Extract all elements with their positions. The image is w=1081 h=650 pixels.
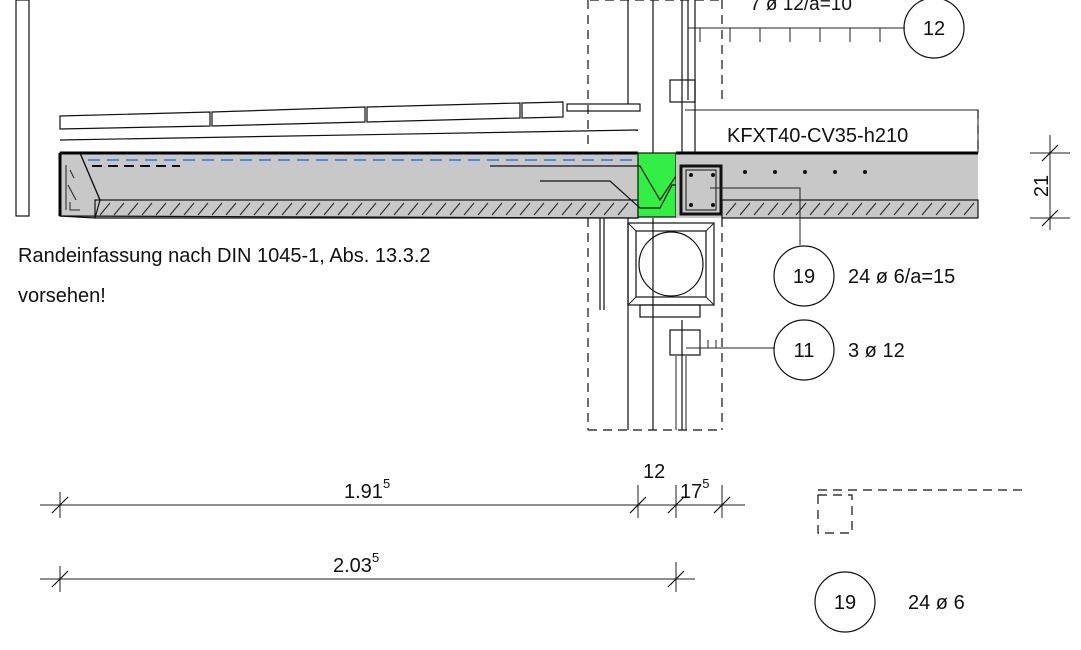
- legend-marker-number: 19: [834, 592, 856, 614]
- inner-slab: [676, 109, 979, 219]
- hatch-line: [795, 202, 807, 216]
- hatch-line: [365, 202, 377, 216]
- rebar-ticks: [699, 28, 881, 42]
- hatch-line: [435, 202, 447, 216]
- dim-17-5: 175: [680, 476, 709, 503]
- marker-11: 11 3 ø 12: [686, 319, 905, 381]
- marker-12-text: 7 ø 12/a=10: [750, 0, 852, 15]
- marker-12-number: 12: [923, 18, 945, 40]
- marker-12: 12 7 ø 12/a=10: [688, 0, 965, 59]
- hatch-line: [603, 202, 615, 216]
- thickness-dimension: 21: [1030, 135, 1070, 230]
- dimension-chain-upper: 1.915 12 175: [40, 461, 745, 518]
- note-line-1: Randeinfassung nach DIN 1045-1, Abs. 13.…: [18, 245, 431, 267]
- hatch-line: [837, 202, 849, 216]
- hatch-line: [183, 202, 195, 216]
- marker-19-number: 19: [793, 266, 815, 288]
- balcony-slab: [58, 151, 639, 219]
- hatch-line: [851, 202, 863, 216]
- hatch-line: [155, 202, 167, 216]
- hatch-line: [533, 202, 545, 216]
- hatch-line: [463, 202, 475, 216]
- hatch-line: [323, 202, 335, 216]
- hatch-line: [617, 202, 629, 216]
- hatch-line: [197, 202, 209, 216]
- note-line-2: vorsehen!: [18, 285, 106, 307]
- hatch-line: [963, 202, 975, 216]
- hatch-line: [589, 202, 601, 216]
- hatch-line: [491, 202, 503, 216]
- hatch-line: [421, 202, 433, 216]
- hatch-line: [921, 202, 933, 216]
- marker-19-text: 24 ø 6/a=15: [848, 266, 955, 288]
- rebar-dot: [773, 170, 777, 174]
- slab-hatch-right: [725, 202, 975, 216]
- hatch-line: [809, 202, 821, 216]
- hatch-line: [281, 202, 293, 216]
- hatch-line: [253, 202, 265, 216]
- hatch-line: [519, 202, 531, 216]
- left-wall-edge: [15, 0, 30, 217]
- legend-marker-text: 24 ø 6: [908, 592, 965, 614]
- hatch-line: [753, 202, 765, 216]
- hatch-line: [393, 202, 405, 216]
- dim-2-03: 2.035: [333, 550, 379, 577]
- hatch-line: [561, 202, 573, 216]
- thickness-value: 21: [1031, 175, 1053, 197]
- marker-11-text: 3 ø 12: [848, 340, 905, 362]
- cladding-panels: [59, 101, 641, 141]
- stirrup-legend: 19 24 ø 6: [814, 489, 1025, 633]
- hatch-line: [767, 202, 779, 216]
- rebar-dot: [863, 170, 867, 174]
- hatch-line: [309, 202, 321, 216]
- hatch-line: [823, 202, 835, 216]
- hatch-line: [935, 202, 947, 216]
- hatch-line: [879, 202, 891, 216]
- hatch-line: [865, 202, 877, 216]
- wall-column: [587, 0, 723, 431]
- hatch-line: [575, 202, 587, 216]
- marker-19: 19 24 ø 6/a=15: [710, 187, 955, 307]
- hatch-line: [99, 202, 111, 216]
- hatch-line: [547, 202, 559, 216]
- hatch-line: [725, 202, 737, 216]
- hatch-line: [505, 202, 517, 216]
- hatch-line: [211, 202, 223, 216]
- hatch-line: [337, 202, 349, 216]
- hatch-line: [893, 202, 905, 216]
- hatch-line: [267, 202, 279, 216]
- rebar-dot: [743, 170, 747, 174]
- hatch-line: [295, 202, 307, 216]
- hatch-line: [141, 202, 153, 216]
- hatch-line: [169, 202, 181, 216]
- hatch-line: [449, 202, 461, 216]
- rebar-dot: [833, 170, 837, 174]
- hatch-line: [127, 202, 139, 216]
- rebar-dot: [803, 170, 807, 174]
- hatch-line: [225, 202, 237, 216]
- dim-1-91: 1.915: [344, 476, 390, 503]
- rebar-dots: [743, 170, 867, 174]
- dim-12: 12: [643, 461, 665, 483]
- hatch-line: [949, 202, 961, 216]
- hatch-line: [907, 202, 919, 216]
- hatch-line: [407, 202, 419, 216]
- hatch-line: [351, 202, 363, 216]
- slab-hatch-left: [99, 202, 629, 216]
- dimension-chain-lower: 2.035: [40, 550, 695, 592]
- hatch-line: [239, 202, 251, 216]
- hatch-line: [379, 202, 391, 216]
- hatch-line: [477, 202, 489, 216]
- product-label: KFXT40-CV35-h210: [727, 125, 908, 147]
- marker-11-number: 11: [794, 340, 815, 362]
- hatch-line: [781, 202, 793, 216]
- hatch-line: [739, 202, 751, 216]
- hatch-line: [113, 202, 125, 216]
